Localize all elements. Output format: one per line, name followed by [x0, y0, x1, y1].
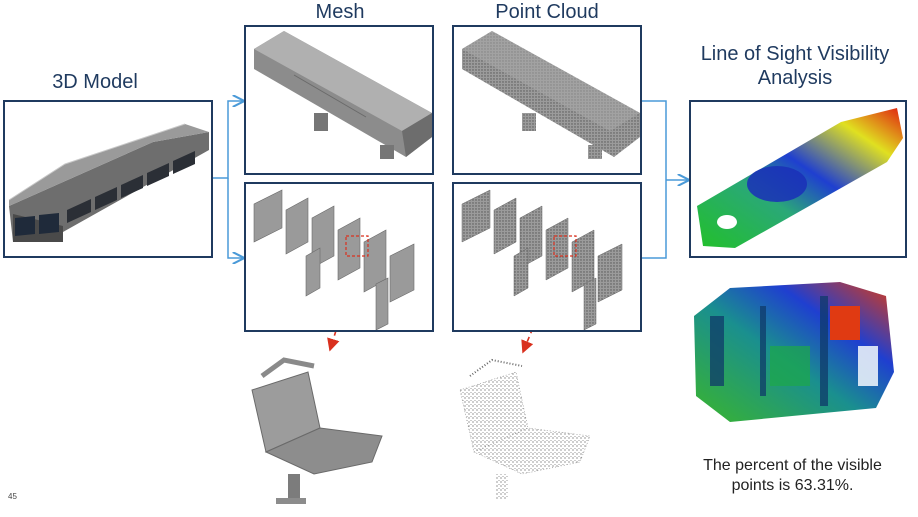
- label-los-analysis: Line of Sight Visibility Analysis: [700, 43, 890, 89]
- cloud-interior-panel: [452, 182, 642, 332]
- visibility-heatmap-interior-image: [694, 282, 894, 422]
- mesh-bus-interior-image: [253, 189, 415, 330]
- bus-model-image: [8, 123, 209, 242]
- cloud-seat-detail-image: [459, 358, 591, 500]
- cloud-to-analysis-connector: [642, 100, 688, 259]
- visibility-heatmap-exterior-image: [697, 108, 903, 248]
- cloud-exterior-panel: [452, 25, 642, 175]
- mesh-seat-detail-image: [251, 357, 383, 504]
- page-number: 45: [8, 492, 17, 501]
- model-panel: [3, 100, 213, 258]
- visibility-result-caption: The percent of the visible points is 63.…: [703, 457, 882, 494]
- cloud-bus-interior-image: [461, 189, 623, 330]
- label-3d-model: 3D Model: [52, 71, 138, 93]
- mesh-bus-exterior-image: [254, 31, 432, 159]
- label-point-cloud: Point Cloud: [495, 1, 599, 23]
- los-exterior-panel: [689, 100, 907, 258]
- model-to-mesh-connector: [212, 101, 243, 258]
- label-mesh: Mesh: [315, 1, 365, 23]
- cloud-bus-exterior-image: [462, 31, 640, 159]
- mesh-exterior-panel: [244, 25, 434, 175]
- mesh-interior-panel: [244, 182, 434, 332]
